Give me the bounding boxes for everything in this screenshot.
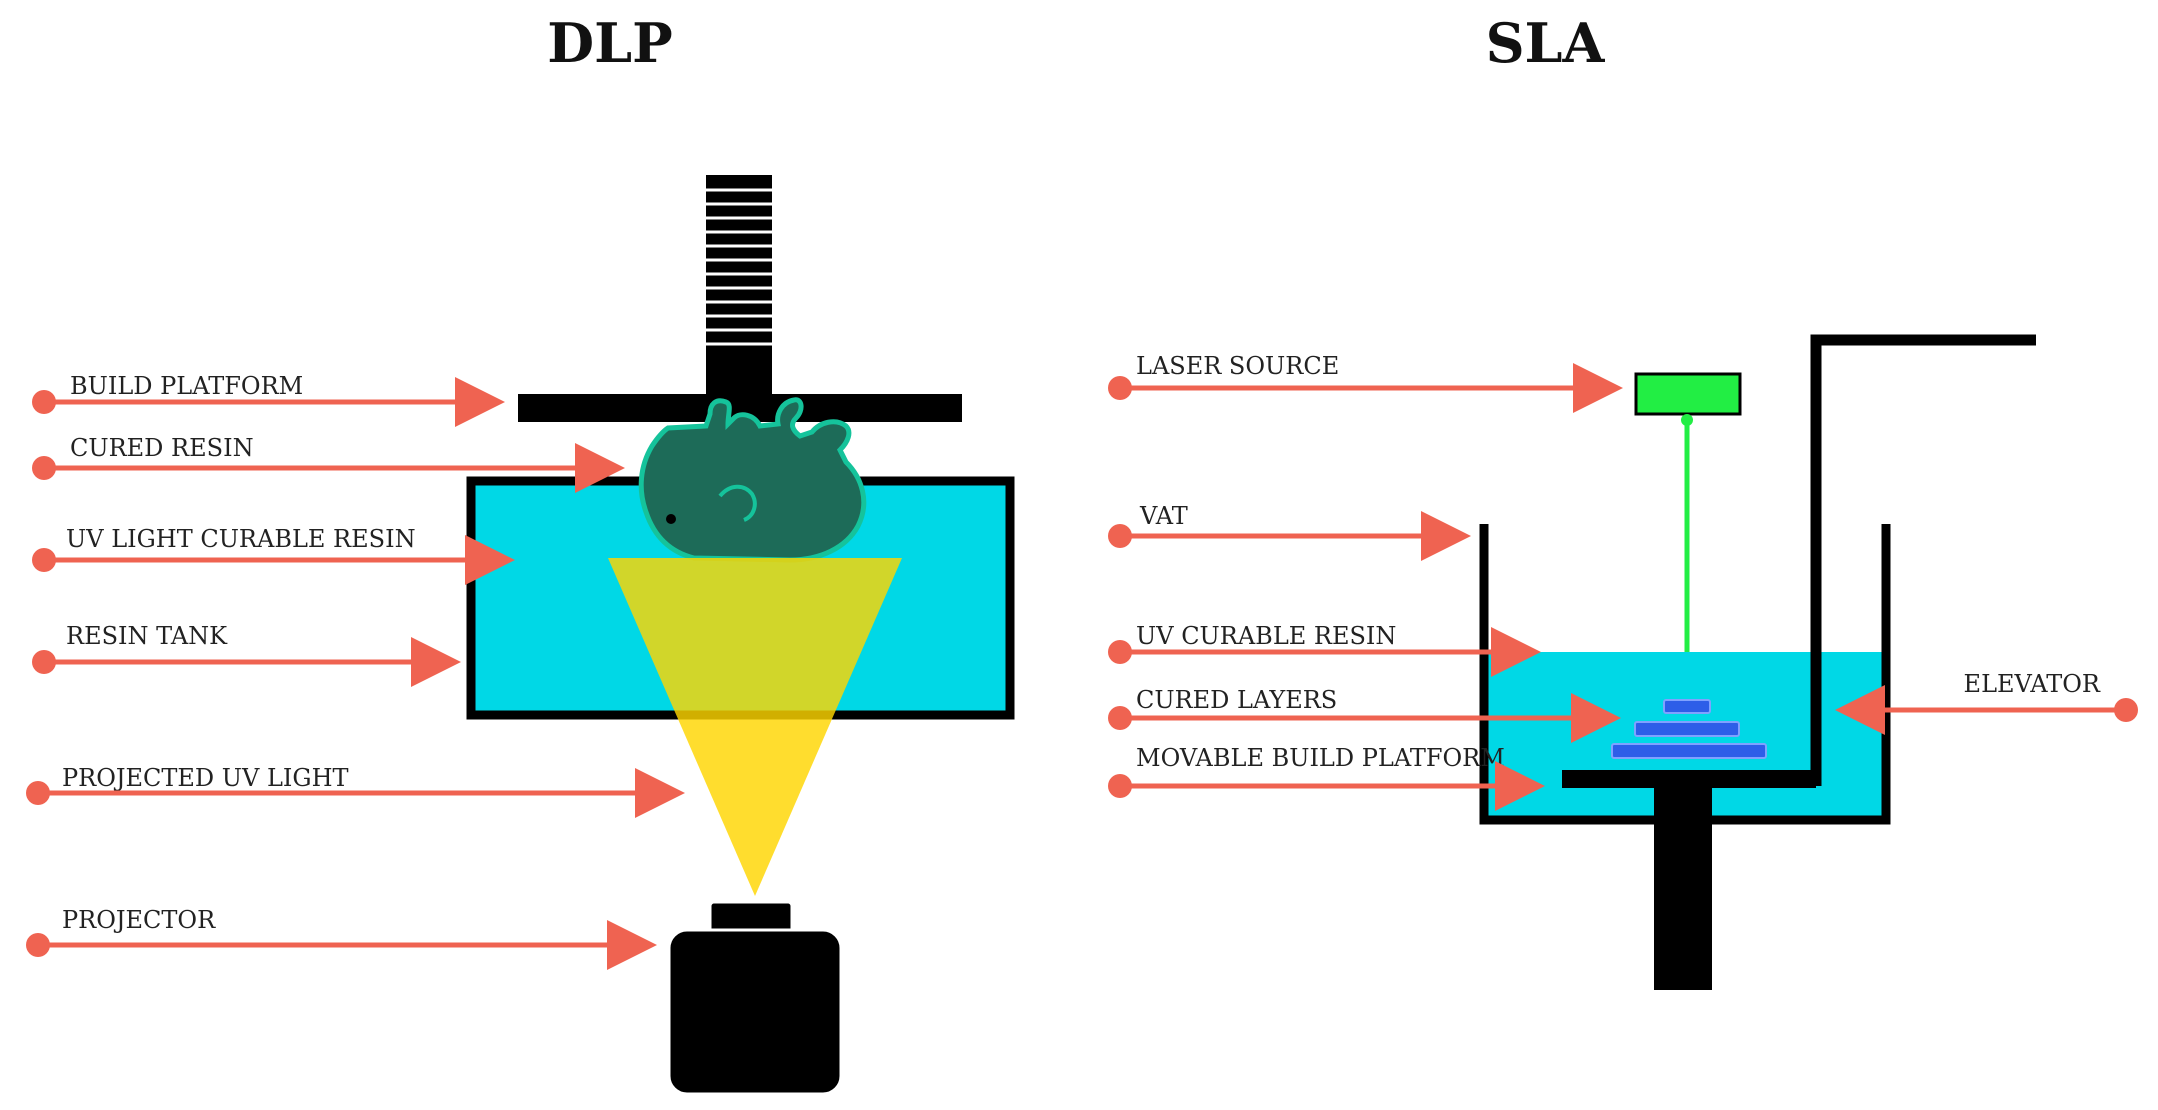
label-build-platform: BUILD PLATFORM [70, 372, 303, 400]
label-cured-resin: CURED RESIN [70, 434, 254, 462]
label-projector: PROJECTOR [62, 906, 216, 934]
dlp-annotation-projector: PROJECTOR [26, 906, 657, 970]
sla-movable-build-platform [1562, 770, 1816, 788]
sla-elevator [1810, 334, 2036, 786]
label-laser-source: LASER SOURCE [1136, 352, 1339, 380]
label-vat: VAT [1139, 502, 1188, 530]
label-elevator: ELEVATOR [1964, 670, 2101, 698]
sla-annotation-laser-source: LASER SOURCE [1108, 352, 1623, 413]
sla-platform-support-column [1654, 788, 1712, 990]
label-projected-uv-light: PROJECTED UV LIGHT [62, 764, 349, 792]
label-movable-build-platform: MOVABLE BUILD PLATFORM [1136, 744, 1505, 772]
dlp-projector [667, 900, 843, 1096]
sla-title: SLA [1486, 11, 1606, 75]
label-cured-layers: CURED LAYERS [1136, 686, 1337, 714]
sla-annotation-uv-curable-resin: UV CURABLE RESIN [1108, 622, 1541, 677]
sla-laser-source [1634, 372, 1742, 416]
dlp-title: DLP [547, 11, 672, 75]
dlp-annotation-resin-tank: RESIN TANK [32, 622, 461, 687]
dlp-annotation-projected-uv-light: PROJECTED UV LIGHT [26, 764, 685, 818]
dlp-annotation-cured-resin: CURED RESIN [32, 434, 625, 493]
sla-annotation-elevator: ELEVATOR [1835, 670, 2138, 735]
dlp-annotation-uv-light-curable-resin: UV LIGHT CURABLE RESIN [32, 525, 515, 585]
sla-annotation-movable-build-platform: MOVABLE BUILD PLATFORM [1108, 744, 1545, 811]
dlp-cured-resin-object [638, 397, 867, 563]
dlp-annotation-build-platform: BUILD PLATFORM [32, 372, 505, 427]
sla-annotation-vat: VAT [1108, 502, 1471, 561]
dlp-lead-screw [706, 175, 772, 395]
label-uv-light-curable-resin: UV LIGHT CURABLE RESIN [66, 525, 416, 553]
label-uv-curable-resin: UV CURABLE RESIN [1136, 622, 1396, 650]
label-resin-tank: RESIN TANK [66, 622, 228, 650]
sla-cured-layers [1611, 699, 1767, 759]
sla-annotation-cured-layers: CURED LAYERS [1108, 686, 1621, 743]
dlp-projected-uv-light [608, 558, 902, 896]
